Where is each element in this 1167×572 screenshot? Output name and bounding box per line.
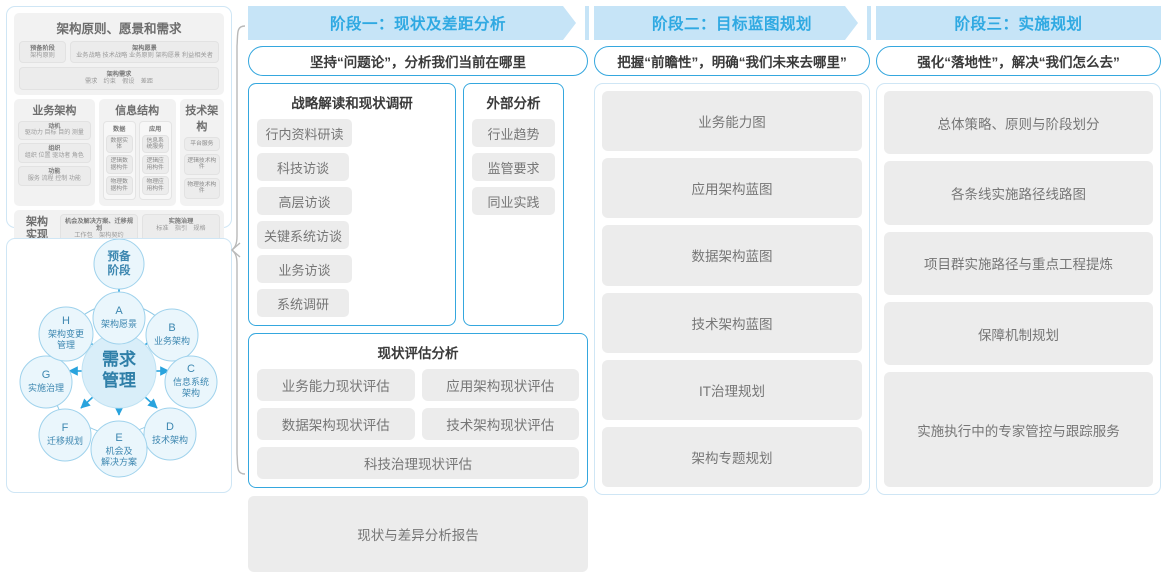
architecture-domains-row: 业务架构 动机 驱动力 目标 目的 测量 组织 组织 位置 驱动者 角色 功能 … — [14, 98, 224, 206]
chip-system-survey[interactable]: 系统调研 — [257, 289, 349, 317]
current-state-assessment-card: 现状评估分析 业务能力现状评估 应用架构现状评估 数据架构现状评估 技术架构现状… — [248, 333, 588, 488]
item-data-arch-blueprint[interactable]: 数据架构蓝图 — [602, 225, 862, 286]
chip-tech-interview[interactable]: 科技访谈 — [257, 153, 349, 181]
chip-tech-governance-assessment[interactable]: 科技治理现状评估 — [257, 447, 579, 479]
data-entity-box: 数据实体 — [105, 134, 133, 154]
architecture-principles-group: 架构原则、愿景和需求 预备阶段 架构原则 架构愿景 业务战略 技术战略 业务原则… — [14, 13, 224, 95]
prelim-phase-box: 预备阶段 架构原则 — [19, 41, 66, 64]
svg-text:B: B — [168, 322, 175, 334]
chip-application-arch-assessment[interactable]: 应用架构现状评估 — [421, 369, 579, 401]
svg-text:E: E — [115, 432, 122, 444]
phase-1-body: 战略解读和现状调研 行内资料研读 科技访谈 高层访谈 关键系统访谈 业务访谈 系… — [248, 83, 588, 572]
svg-text:技术架构: 技术架构 — [152, 434, 188, 445]
architecture-realization-label: 架构实现 — [26, 215, 48, 241]
chip-business-interview[interactable]: 业务访谈 — [257, 255, 352, 283]
item-overall-strategy[interactable]: 总体策略、原则与阶段划分 — [884, 91, 1153, 155]
svg-text:架构: 架构 — [182, 387, 200, 398]
chip-regulatory-requirement[interactable]: 监管要求 — [472, 153, 555, 181]
chip-executive-interview[interactable]: 高层访谈 — [257, 187, 352, 215]
svg-text:F: F — [62, 422, 69, 434]
phase-3-band: 阶段三：实施规划 — [876, 6, 1161, 40]
platform-service-box: 平台服务 — [183, 136, 220, 151]
phase-2-band: 阶段二：目标蓝图规划 — [594, 6, 871, 40]
organization-box: 组织 组织 位置 驱动者 角色 — [18, 143, 91, 164]
item-assurance-mechanism-planning[interactable]: 保障机制规划 — [884, 302, 1153, 366]
svg-text:A: A — [115, 305, 123, 317]
motivation-box: 动机 驱动力 目标 目的 测量 — [18, 120, 91, 141]
phase-2-body: 业务能力图 应用架构蓝图 数据架构蓝图 技术架构蓝图 IT治理规划 架构专题规划 — [594, 83, 870, 495]
chip-data-arch-assessment[interactable]: 数据架构现状评估 — [257, 408, 415, 440]
item-line-implementation-roadmap[interactable]: 各条线实施路径线路图 — [884, 161, 1153, 225]
connector-brace — [231, 24, 253, 476]
phase-1-column: 阶段一：现状及差距分析 坚持“问题论”，分析我们当前在哪里 战略解读和现状调研 … — [248, 6, 589, 572]
svg-text:需求: 需求 — [102, 349, 136, 369]
svg-text:实施治理: 实施治理 — [28, 382, 64, 393]
physical-application-component-box: 物理应用构件 — [141, 176, 169, 196]
phase-1-band: 阶段一：现状及差距分析 — [248, 6, 589, 40]
phase-1-title: 阶段一：现状及差距分析 — [329, 16, 506, 33]
strategy-research-card: 战略解读和现状调研 行内资料研读 科技访谈 高层访谈 关键系统访谈 业务访谈 系… — [248, 83, 456, 326]
svg-text:架构变更: 架构变更 — [48, 328, 84, 339]
left-column: 架构原则、愿景和需求 预备阶段 架构原则 架构愿景 业务战略 技术战略 业务原则… — [6, 6, 232, 493]
item-business-capability-map[interactable]: 业务能力图 — [602, 91, 862, 152]
svg-text:管理: 管理 — [57, 339, 75, 350]
item-program-roadmap-key-projects[interactable]: 项目群实施路径与重点工程提炼 — [884, 231, 1153, 296]
application-subcolumn: 应用 信息系统服务 逻辑应用构件 物理应用构件 — [138, 120, 172, 201]
chevron-right-icon — [563, 6, 589, 40]
svg-text:信息系统: 信息系统 — [173, 376, 209, 387]
function-box: 功能 服务 流程 控制 功能 — [18, 166, 91, 186]
svg-text:预备: 预备 — [108, 249, 131, 263]
item-it-governance-planning[interactable]: IT治理规划 — [602, 359, 862, 420]
phase-2-subtitle-pill: 把握“前瞻性”，明确“我们未来去哪里” — [594, 46, 870, 76]
chip-internal-material-study[interactable]: 行内资料研读 — [257, 119, 352, 147]
adm-cycle-svg: 需求 管理 预备 阶段 A 架构愿景 B 业务架构 C 信息系统 架构 — [19, 239, 218, 478]
adm-cycle-panel: 需求 管理 预备 阶段 A 架构愿景 B 业务架构 C 信息系统 架构 — [6, 238, 232, 493]
business-architecture-column: 业务架构 动机 驱动力 目标 目的 测量 组织 组织 位置 驱动者 角色 功能 … — [14, 98, 95, 206]
architecture-requirement-box: 架构需求 需求 约束 假设 差距 — [19, 67, 219, 90]
external-analysis-card: 外部分析 行业趋势 监管要求 同业实践 — [463, 83, 564, 326]
logical-application-component-box: 逻辑应用构件 — [141, 155, 169, 175]
phase-3-column: 阶段三：实施规划 强化“落地性”，解决“我们怎么去” 总体策略、原则与阶段划分 … — [876, 6, 1161, 495]
chip-industry-trend[interactable]: 行业趋势 — [472, 119, 555, 147]
information-system-service-box: 信息系统服务 — [141, 134, 169, 154]
svg-text:业务架构: 业务架构 — [154, 335, 190, 346]
physical-data-component-box: 物理数据构件 — [105, 176, 133, 196]
chip-key-system-interview[interactable]: 关键系统访谈 — [257, 221, 349, 249]
data-subcolumn: 数据 数据实体 逻辑数据构件 物理数据构件 — [102, 120, 136, 201]
logical-technology-component-box: 逻辑技术构件 — [183, 153, 220, 175]
architecture-vision-box: 架构愿景 业务战略 技术战略 业务原则 架构愿景 利益相关者 — [70, 41, 219, 64]
logical-data-component-box: 逻辑数据构件 — [105, 155, 133, 175]
svg-text:架构愿景: 架构愿景 — [101, 318, 137, 329]
svg-text:G: G — [42, 369, 51, 381]
chip-tech-arch-assessment[interactable]: 技术架构现状评估 — [421, 408, 579, 440]
svg-text:D: D — [166, 421, 174, 433]
information-structure-column: 信息结构 数据 数据实体 逻辑数据构件 物理数据构件 应用 信息系统服务 逻辑应… — [98, 98, 176, 206]
item-tech-arch-blueprint[interactable]: 技术架构蓝图 — [602, 292, 862, 353]
technology-architecture-column: 技术架构 平台服务 逻辑技术构件 物理技术构件 — [179, 98, 224, 206]
architecture-roadmap-diagram: 架构原则、愿景和需求 预备阶段 架构原则 架构愿景 业务战略 技术战略 业务原则… — [6, 6, 1161, 572]
item-application-arch-blueprint[interactable]: 应用架构蓝图 — [602, 158, 862, 219]
phase-2-column: 阶段二：目标蓝图规划 把握“前瞻性”，明确“我们未来去哪里” 业务能力图 应用架… — [594, 6, 871, 495]
phase-3-subtitle-pill: 强化“落地性”，解决“我们怎么去” — [876, 46, 1161, 76]
phase-3-body: 总体策略、原则与阶段划分 各条线实施路径线路图 项目群实施路径与重点工程提炼 保… — [876, 83, 1161, 495]
chip-business-capability-assessment[interactable]: 业务能力现状评估 — [257, 369, 415, 401]
item-architecture-topic-planning[interactable]: 架构专题规划 — [602, 426, 862, 488]
svg-text:解决方案: 解决方案 — [101, 456, 137, 467]
togaf-content-framework-panel: 架构原则、愿景和需求 预备阶段 架构原则 架构愿景 业务战略 技术战略 业务原则… — [6, 6, 232, 248]
svg-text:机会及: 机会及 — [105, 445, 132, 456]
togaf-header: 架构原则、愿景和需求 — [56, 22, 182, 36]
svg-text:C: C — [187, 363, 195, 375]
physical-technology-component-box: 物理技术构件 — [183, 177, 220, 199]
phase-3-title: 阶段三：实施规划 — [954, 16, 1083, 33]
item-expert-control-tracking-service[interactable]: 实施执行中的专家管控与跟踪服务 — [884, 372, 1153, 487]
chip-peer-practice[interactable]: 同业实践 — [472, 187, 555, 215]
svg-text:H: H — [62, 315, 70, 327]
phase-2-title: 阶段二：目标蓝图规划 — [651, 16, 812, 33]
gap-analysis-report-box[interactable]: 现状与差异分析报告 — [248, 496, 588, 572]
phase-1-subtitle-pill: 坚持“问题论”，分析我们当前在哪里 — [248, 46, 588, 76]
svg-text:迁移规划: 迁移规划 — [47, 435, 83, 446]
svg-text:管理: 管理 — [102, 370, 136, 390]
svg-text:阶段: 阶段 — [108, 263, 131, 277]
chevron-right-icon — [845, 6, 871, 40]
